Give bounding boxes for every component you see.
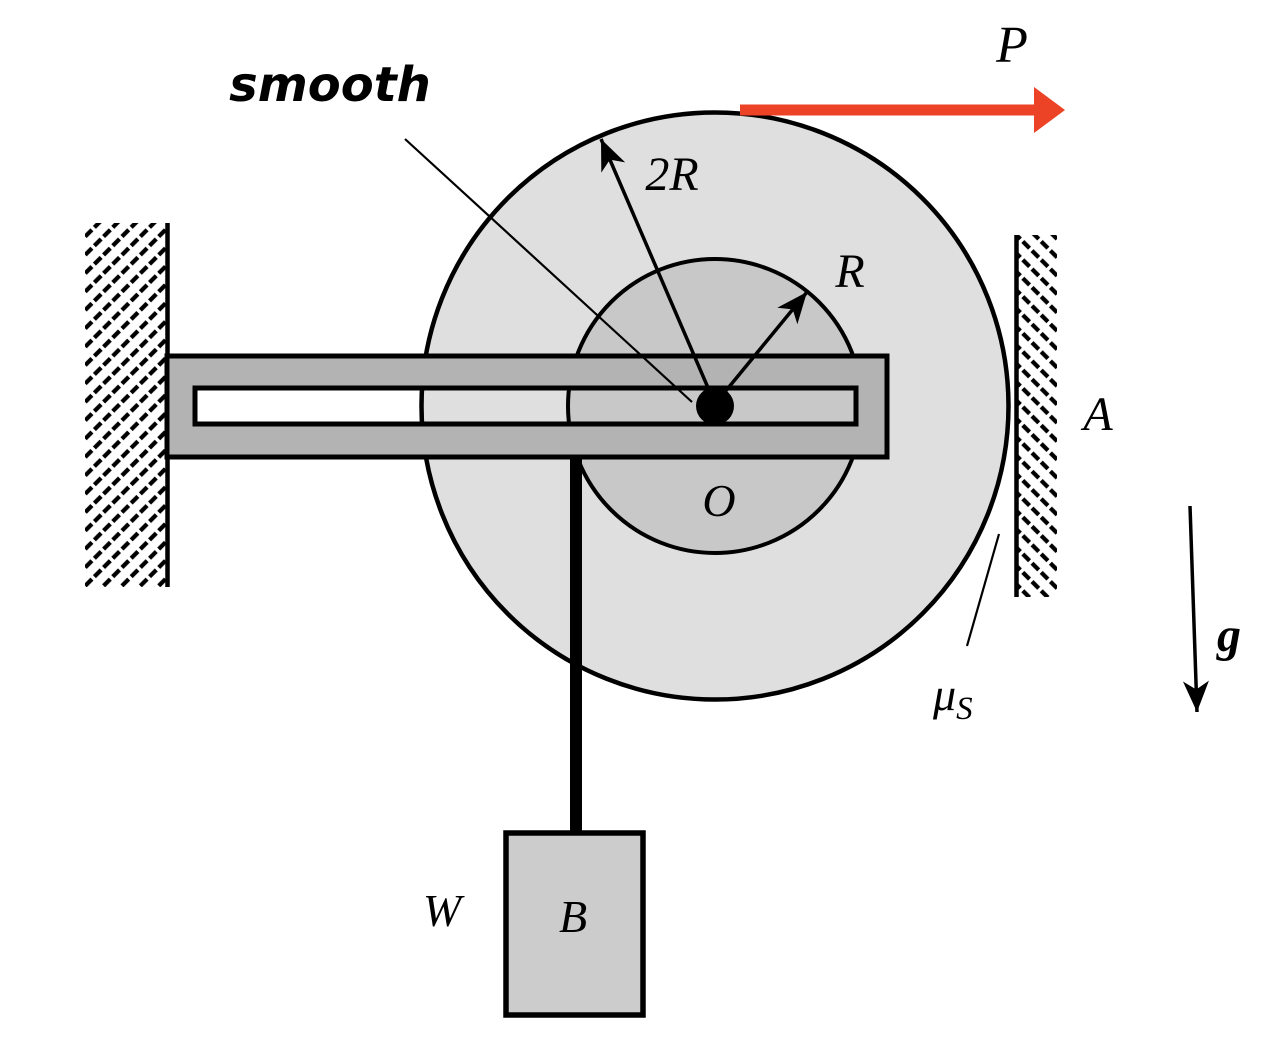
center-pin <box>696 387 734 425</box>
weight-label: W <box>423 885 465 936</box>
friction-coefficient-label: μS <box>932 669 973 727</box>
inner-radius-label: R <box>834 245 864 298</box>
force-p-label: P <box>995 17 1028 74</box>
contact-a-label: A <box>1080 388 1113 441</box>
mu-leader-line <box>965 533 1001 647</box>
left-wall-hatch <box>85 223 167 587</box>
center-o-label: O <box>702 475 735 526</box>
block-b <box>503 830 646 1018</box>
gravity-label: g <box>1216 609 1241 662</box>
inner-radius-arrow <box>713 290 809 406</box>
block-b-label: B <box>559 891 587 942</box>
right-wall-hatch <box>1017 235 1057 597</box>
outer-radius-arrow <box>599 138 717 405</box>
smooth-label: smooth <box>229 57 431 113</box>
mu-symbol: μ <box>932 669 956 720</box>
mu-subscript: S <box>956 691 973 727</box>
smooth-leader-line <box>404 138 693 403</box>
gravity-arrow <box>1182 505 1209 713</box>
outer-radius-label: 2R <box>645 148 698 201</box>
